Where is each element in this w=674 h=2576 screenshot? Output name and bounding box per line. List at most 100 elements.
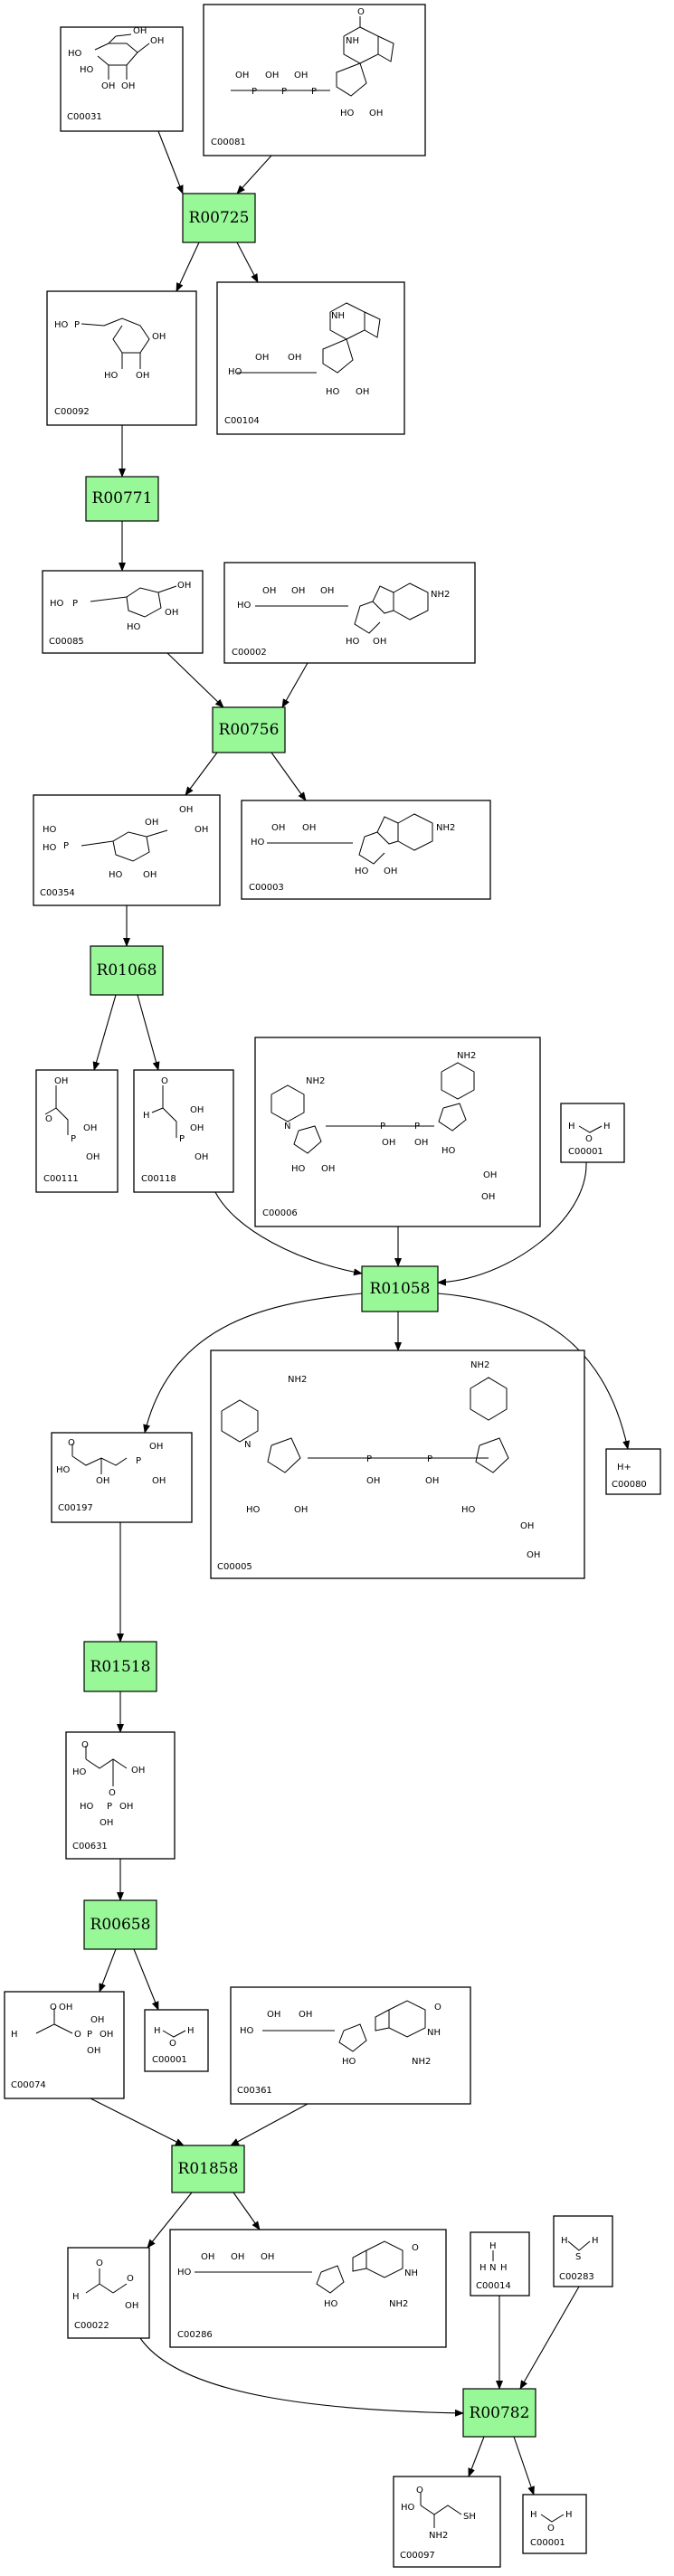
edge-r01068-c00118: [137, 994, 160, 1071]
atom-label: H: [568, 1122, 575, 1132]
compound-node[interactable]: H+ C00080: [605, 1448, 661, 1495]
structure-f6p: [90, 585, 177, 618]
reaction-label: R00782: [470, 2404, 530, 2422]
atom-label: OH: [261, 2252, 274, 2262]
atom-label: HO: [246, 1505, 261, 1515]
edge-c00081-r00725: [236, 155, 272, 194]
atom-label: H: [592, 2236, 599, 2246]
reaction-node[interactable]: R00771: [85, 476, 159, 522]
atom-label: OH: [291, 586, 305, 596]
atom-label: OH: [190, 1123, 204, 1133]
atom-label: H: [489, 2241, 497, 2251]
structure-pyruvate: [85, 2268, 128, 2294]
structure-g3p: [151, 1085, 177, 1138]
compound-node[interactable]: O H O OH C00022: [67, 2247, 150, 2339]
atom-label: OH: [131, 1766, 145, 1776]
atom-label: OH: [382, 1138, 395, 1148]
reaction-label: R00725: [189, 209, 250, 227]
compound-node[interactable]: H O H C00001: [522, 2494, 587, 2554]
compound-label: C00085: [49, 637, 84, 647]
compound-node[interactable]: NH2 HO OH OH OH HO OH C00002: [223, 562, 476, 664]
reaction-node[interactable]: R01518: [83, 1641, 157, 1692]
edge-r01058-c00197: [143, 1293, 363, 1434]
structure-cysteine: [420, 2492, 462, 2528]
atom-label: HO: [104, 371, 119, 381]
atom-label: H: [479, 2263, 487, 2273]
compound-node[interactable]: O HO OH O HO P OH OH C00631: [65, 1731, 176, 1860]
reaction-node[interactable]: R01058: [361, 1265, 439, 1312]
edge-r00782-c00097: [468, 2436, 485, 2477]
atom-label: OH: [320, 586, 334, 596]
compound-node[interactable]: HO P OH HO OH C00092: [46, 290, 197, 426]
compound-node[interactable]: O HO SH NH2 C00097: [393, 2476, 501, 2568]
reaction-node[interactable]: R00658: [83, 1899, 157, 1950]
compound-node[interactable]: HO OH OH OH O NH HO NH2 C00286: [169, 2229, 447, 2348]
compound-node[interactable]: HO P OH OH HO C00085: [42, 570, 204, 654]
atom-label: OH: [133, 26, 147, 36]
reaction-node[interactable]: R00725: [182, 193, 256, 243]
edge-r01068-c00111: [92, 994, 117, 1071]
compound-label: C00001: [152, 2055, 187, 2065]
atom-label: O: [68, 1438, 75, 1448]
atom-label: HO: [109, 870, 123, 880]
compound-node[interactable]: HO OH OH O NH HO NH2 C00361: [230, 1986, 471, 2105]
atom-label: N: [489, 2263, 496, 2273]
atom-label: OH: [59, 2003, 72, 2012]
compound-node[interactable]: OH O OH P OH C00111: [35, 1069, 119, 1193]
reaction-label: R01058: [370, 1280, 431, 1298]
structure-atp: [255, 582, 429, 634]
atom-label: P: [366, 1454, 372, 1464]
atom-label: OH: [267, 2010, 280, 2020]
compound-node[interactable]: O H OH OH P OH C00118: [133, 1069, 234, 1193]
compound-node[interactable]: NH2 N P P OH OH NH2 HO OH HO OH OH C0000…: [254, 1037, 541, 1227]
reaction-node[interactable]: R00756: [212, 706, 286, 753]
compound-node[interactable]: H S H C00283: [553, 2215, 613, 2287]
reaction-node[interactable]: R01068: [90, 945, 164, 996]
atom-label: HO: [326, 387, 340, 397]
atom-label: OH: [54, 1076, 68, 1086]
compound-label: C00006: [262, 1208, 298, 1218]
atom-label: OH: [152, 1476, 166, 1486]
atom-label: HO: [441, 1146, 456, 1156]
compound-node[interactable]: H O H C00001: [144, 2009, 209, 2072]
atom-label: OH: [384, 867, 397, 876]
atom-label: O: [547, 2524, 555, 2533]
atom-label: HO: [228, 367, 242, 377]
atom-label: OH: [271, 823, 285, 833]
atom-label: P: [179, 1134, 185, 1144]
atom-label: O: [412, 2243, 419, 2253]
compound-node[interactable]: NH O OH OH OH P P P HO OH C00081: [203, 4, 426, 156]
reaction-node[interactable]: R00782: [462, 2388, 536, 2438]
compound-node[interactable]: O HO OH OH P OH C00197: [51, 1432, 193, 1523]
compound-node[interactable]: NH2 HO OH OH HO OH C00003: [241, 800, 491, 900]
atom-label: O: [81, 1740, 89, 1750]
atom-label: O: [127, 2274, 134, 2284]
compound-node[interactable]: O OH H O OH P OH OH C00074: [4, 1991, 125, 2099]
atom-label: H: [11, 2030, 18, 2040]
edge-r01858-c00286: [233, 2192, 261, 2230]
atom-label: SH: [463, 2512, 476, 2522]
compound-node[interactable]: H O H C00001: [560, 1103, 625, 1163]
structure-pep: [35, 2008, 73, 2034]
structure-2pg: [85, 1746, 128, 1786]
compound-label: C00197: [58, 1503, 93, 1513]
compound-node[interactable]: H H N H C00014: [470, 2231, 530, 2297]
atom-label: OH: [366, 1476, 380, 1486]
reaction-node[interactable]: R01858: [171, 2145, 245, 2193]
edge-c00361-r01858: [230, 2103, 309, 2146]
structure-water: [578, 1125, 603, 1133]
compound-label: C00104: [224, 416, 260, 426]
atom-label: OH: [100, 1818, 113, 1828]
atom-label: NH2: [470, 1360, 489, 1370]
edge-r00725-c00092: [176, 242, 200, 292]
atom-label: H: [565, 2510, 573, 2520]
atom-label: HO: [346, 637, 360, 647]
atom-label: OH: [145, 818, 158, 828]
compound-node[interactable]: NH HO OH OH HO OH C00104: [216, 281, 405, 435]
edge-c00085-r00756: [166, 652, 224, 708]
compound-node[interactable]: HO HO P OH OH OH HO OH C00354: [33, 794, 221, 906]
atom-label: HO: [237, 601, 252, 611]
compound-node[interactable]: NH2 N P P OH OH NH2 HO OH HO OH OH C0000…: [210, 1350, 585, 1579]
structure-3pg: [71, 1444, 128, 1474]
compound-node[interactable]: HO OH OH HO OH OH C00031: [60, 26, 184, 132]
